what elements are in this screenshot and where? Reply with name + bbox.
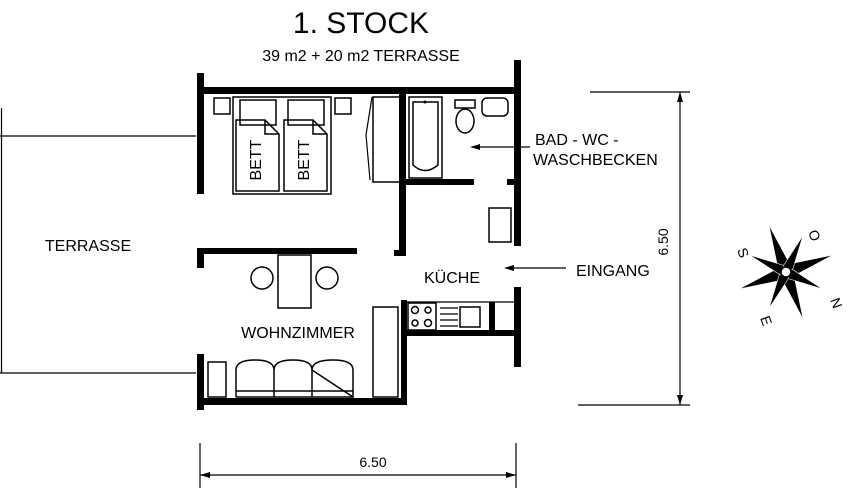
sofa	[207, 306, 399, 399]
bathtub	[408, 96, 443, 179]
toilet-tank	[454, 99, 476, 109]
width-dimension-line	[199, 443, 517, 488]
toilet	[455, 108, 475, 134]
kitchen-sink	[459, 306, 481, 328]
shelf	[372, 306, 399, 398]
terrace-label: TERRASSE	[45, 238, 131, 255]
bedroom-furniture	[213, 96, 352, 195]
bed-label-1: BETT	[248, 139, 265, 180]
living-room-label: WOHNZIMMER	[241, 325, 355, 342]
compass-label-s: S	[734, 246, 752, 260]
bathroom-label-line1: BAD - WC -	[535, 132, 619, 149]
entrance-label: EINGANG	[576, 263, 650, 280]
depth-dimension-line	[578, 91, 690, 406]
cabinet	[488, 207, 512, 243]
compass-label-n: N	[827, 296, 845, 311]
nightstand	[334, 97, 352, 115]
bathroom-fixtures	[408, 96, 512, 243]
sink	[481, 97, 509, 117]
kitchen-counter	[407, 301, 514, 331]
compass-rose-icon	[740, 226, 832, 318]
bed-label-2: BETT	[296, 139, 313, 180]
compass-label-o: O	[805, 228, 824, 244]
depth-dimension: 6.50	[655, 228, 671, 255]
plan-title: 1. STOCK	[293, 7, 429, 40]
stove	[407, 302, 437, 331]
wardrobe	[365, 96, 401, 183]
double-bed	[232, 96, 332, 195]
width-dimension: 6.50	[359, 454, 386, 470]
plan-subtitle: 39 m2 + 20 m2 TERRASSE	[262, 48, 460, 65]
nightstand	[213, 97, 231, 115]
entrance-arrow	[504, 265, 566, 271]
compass-label-e: E	[757, 314, 775, 328]
kitchen-label: KÜCHE	[424, 269, 480, 287]
bathroom-label-line2: WASCHBECKEN	[533, 152, 658, 169]
bathroom-arrow	[470, 144, 530, 150]
dining-table	[250, 254, 339, 309]
terrace-outline	[0, 108, 196, 374]
walls	[197, 60, 521, 410]
